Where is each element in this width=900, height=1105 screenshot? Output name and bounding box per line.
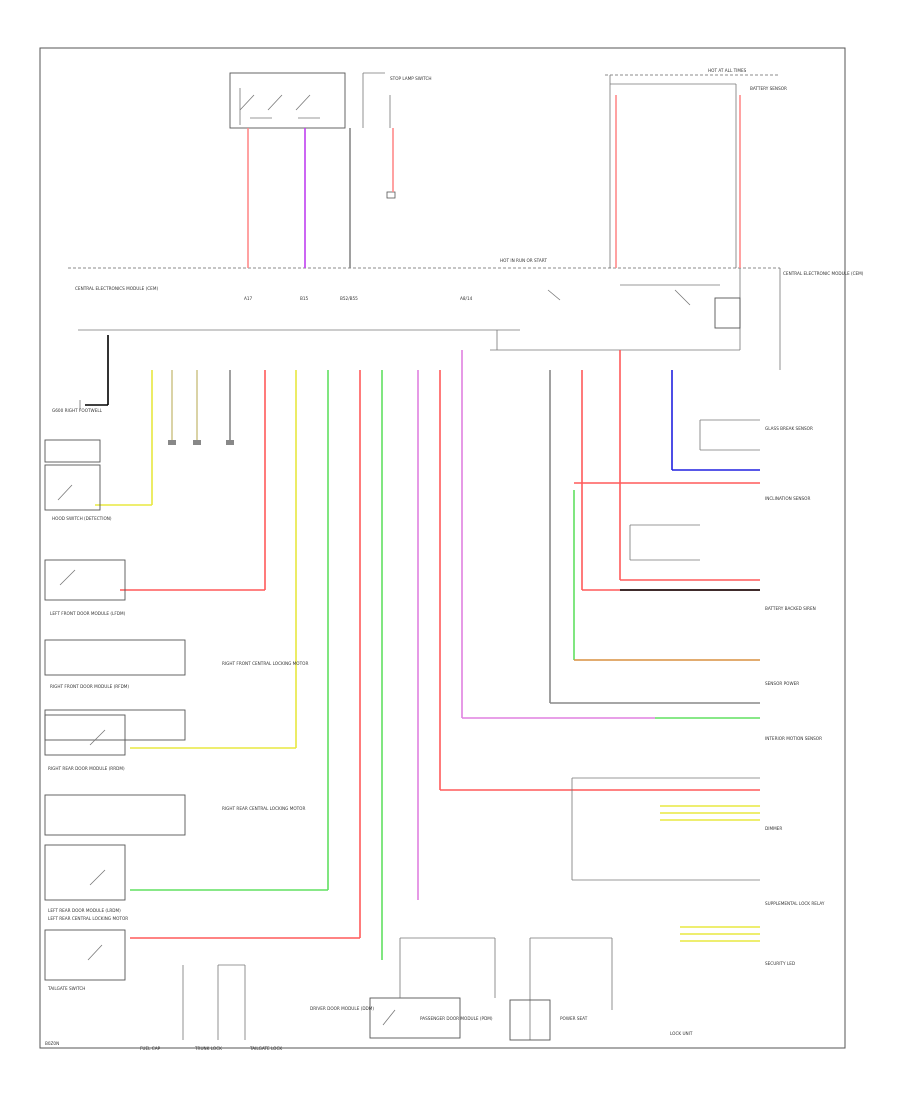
pin-a8-label: A8/14 (460, 296, 473, 301)
glass-sensor-box: GLASS BREAK SENSOR (699, 419, 813, 451)
top-switch-cluster (229, 72, 346, 129)
pin-a17-label: A17 (244, 296, 253, 301)
security-led-label: SECURITY LED (765, 961, 795, 966)
pin-b15-label: B15 (300, 296, 309, 301)
cem-bus-label: CENTRAL ELECTRONICS MODULE (CEM) (75, 286, 158, 291)
cem-right-label: CENTRAL ELECTRONIC MODULE (CEM) (783, 271, 864, 276)
stop-lamp-switch-label: STOP LAMP SWITCH (390, 76, 432, 81)
driver-module-label: DRIVER DOOR MODULE (DDM) (310, 1006, 374, 1011)
left-connectors (168, 440, 234, 445)
interior-motion-label: INTERIOR MOTION SENSOR (765, 736, 822, 741)
trunk-lock-label: TRUNK LOCK (194, 1046, 222, 1051)
tailgate-lock-label: TAILGATE LOCK (249, 1046, 282, 1051)
lr-lock-label: LEFT REAR CENTRAL LOCKING MOTOR (48, 916, 128, 921)
dimmer-box: DIMMER (571, 777, 782, 881)
hood-switch-box: HOOD SWITCH (DETECTION) (44, 439, 112, 521)
battery-siren-box: BATTERY BACKED SIREN (629, 524, 816, 611)
bottom-modules (182, 937, 613, 1041)
rr-lock-label: RIGHT REAR CENTRAL LOCKING MOTOR (222, 806, 305, 811)
battery-sensor-label: BATTERY SENSOR (750, 86, 787, 91)
hot-in-run-label: HOT IN RUN OR START (500, 258, 547, 263)
diagram-frame (39, 47, 846, 1049)
pin-b52-label: B52/B55 (340, 296, 358, 301)
lrdm-box: LEFT REAR DOOR MODULE (LRDM) LEFT REAR C… (44, 844, 128, 921)
lock-unit-label: LOCK UNIT (670, 1031, 693, 1036)
ground-label: G600 RIGHT FOOTWELL (52, 408, 103, 413)
rfdm-box: RIGHT FRONT DOOR MODULE (RFDM) RIGHT FRO… (44, 639, 308, 689)
rrdm-label: RIGHT REAR DOOR MODULE (RRDM) (48, 766, 125, 771)
top-right-fuse-block: HOT AT ALL TIMES BATTERY SENSOR (605, 68, 787, 268)
battery-backed-label: BATTERY BACKED SIREN (765, 606, 816, 611)
cem-internal (78, 268, 781, 370)
lfdm-box: LEFT FRONT DOOR MODULE (LFDM) (44, 559, 126, 616)
tailgate-label: TAILGATE SWITCH (47, 986, 85, 991)
inclination-label: INCLINATION SENSOR (765, 496, 810, 501)
rf-lock-label: RIGHT FRONT CENTRAL LOCKING MOTOR (222, 661, 308, 666)
stop-lamp-switch: STOP LAMP SWITCH (362, 72, 432, 128)
glass-sensor-label: GLASS BREAK SENSOR (765, 426, 813, 431)
hot-at-all-times-label: HOT AT ALL TIMES (708, 68, 747, 73)
power-seat-label: POWER SEAT (560, 1016, 588, 1021)
sensor-power-label: SENSOR POWER (765, 681, 799, 686)
dimmer-label: DIMMER (765, 826, 782, 831)
passenger-module-label: PASSENGER DOOR MODULE (PDM) (420, 1016, 493, 1021)
fuel-cap-label: FUEL CAP (140, 1046, 161, 1051)
tailgate-box: TAILGATE SWITCH (44, 929, 126, 991)
hood-switch-label: HOOD SWITCH (DETECTION) (52, 516, 112, 521)
rr-lock-box: RIGHT REAR CENTRAL LOCKING MOTOR (44, 794, 305, 836)
supplemental-label: SUPPLEMENTAL LOCK RELAY (765, 901, 825, 906)
footer-code: B0Z0N (45, 1041, 59, 1046)
stop-lamp-ground (386, 191, 396, 199)
lrdm-label: LEFT REAR DOOR MODULE (LRDM) (48, 908, 121, 913)
lfdm-label: LEFT FRONT DOOR MODULE (LFDM) (50, 611, 126, 616)
left-ground: G600 RIGHT FOOTWELL (52, 400, 103, 413)
rfdm-label: RIGHT FRONT DOOR MODULE (RFDM) (50, 684, 129, 689)
rrdm-box: RIGHT REAR DOOR MODULE (RRDM) (44, 709, 186, 771)
